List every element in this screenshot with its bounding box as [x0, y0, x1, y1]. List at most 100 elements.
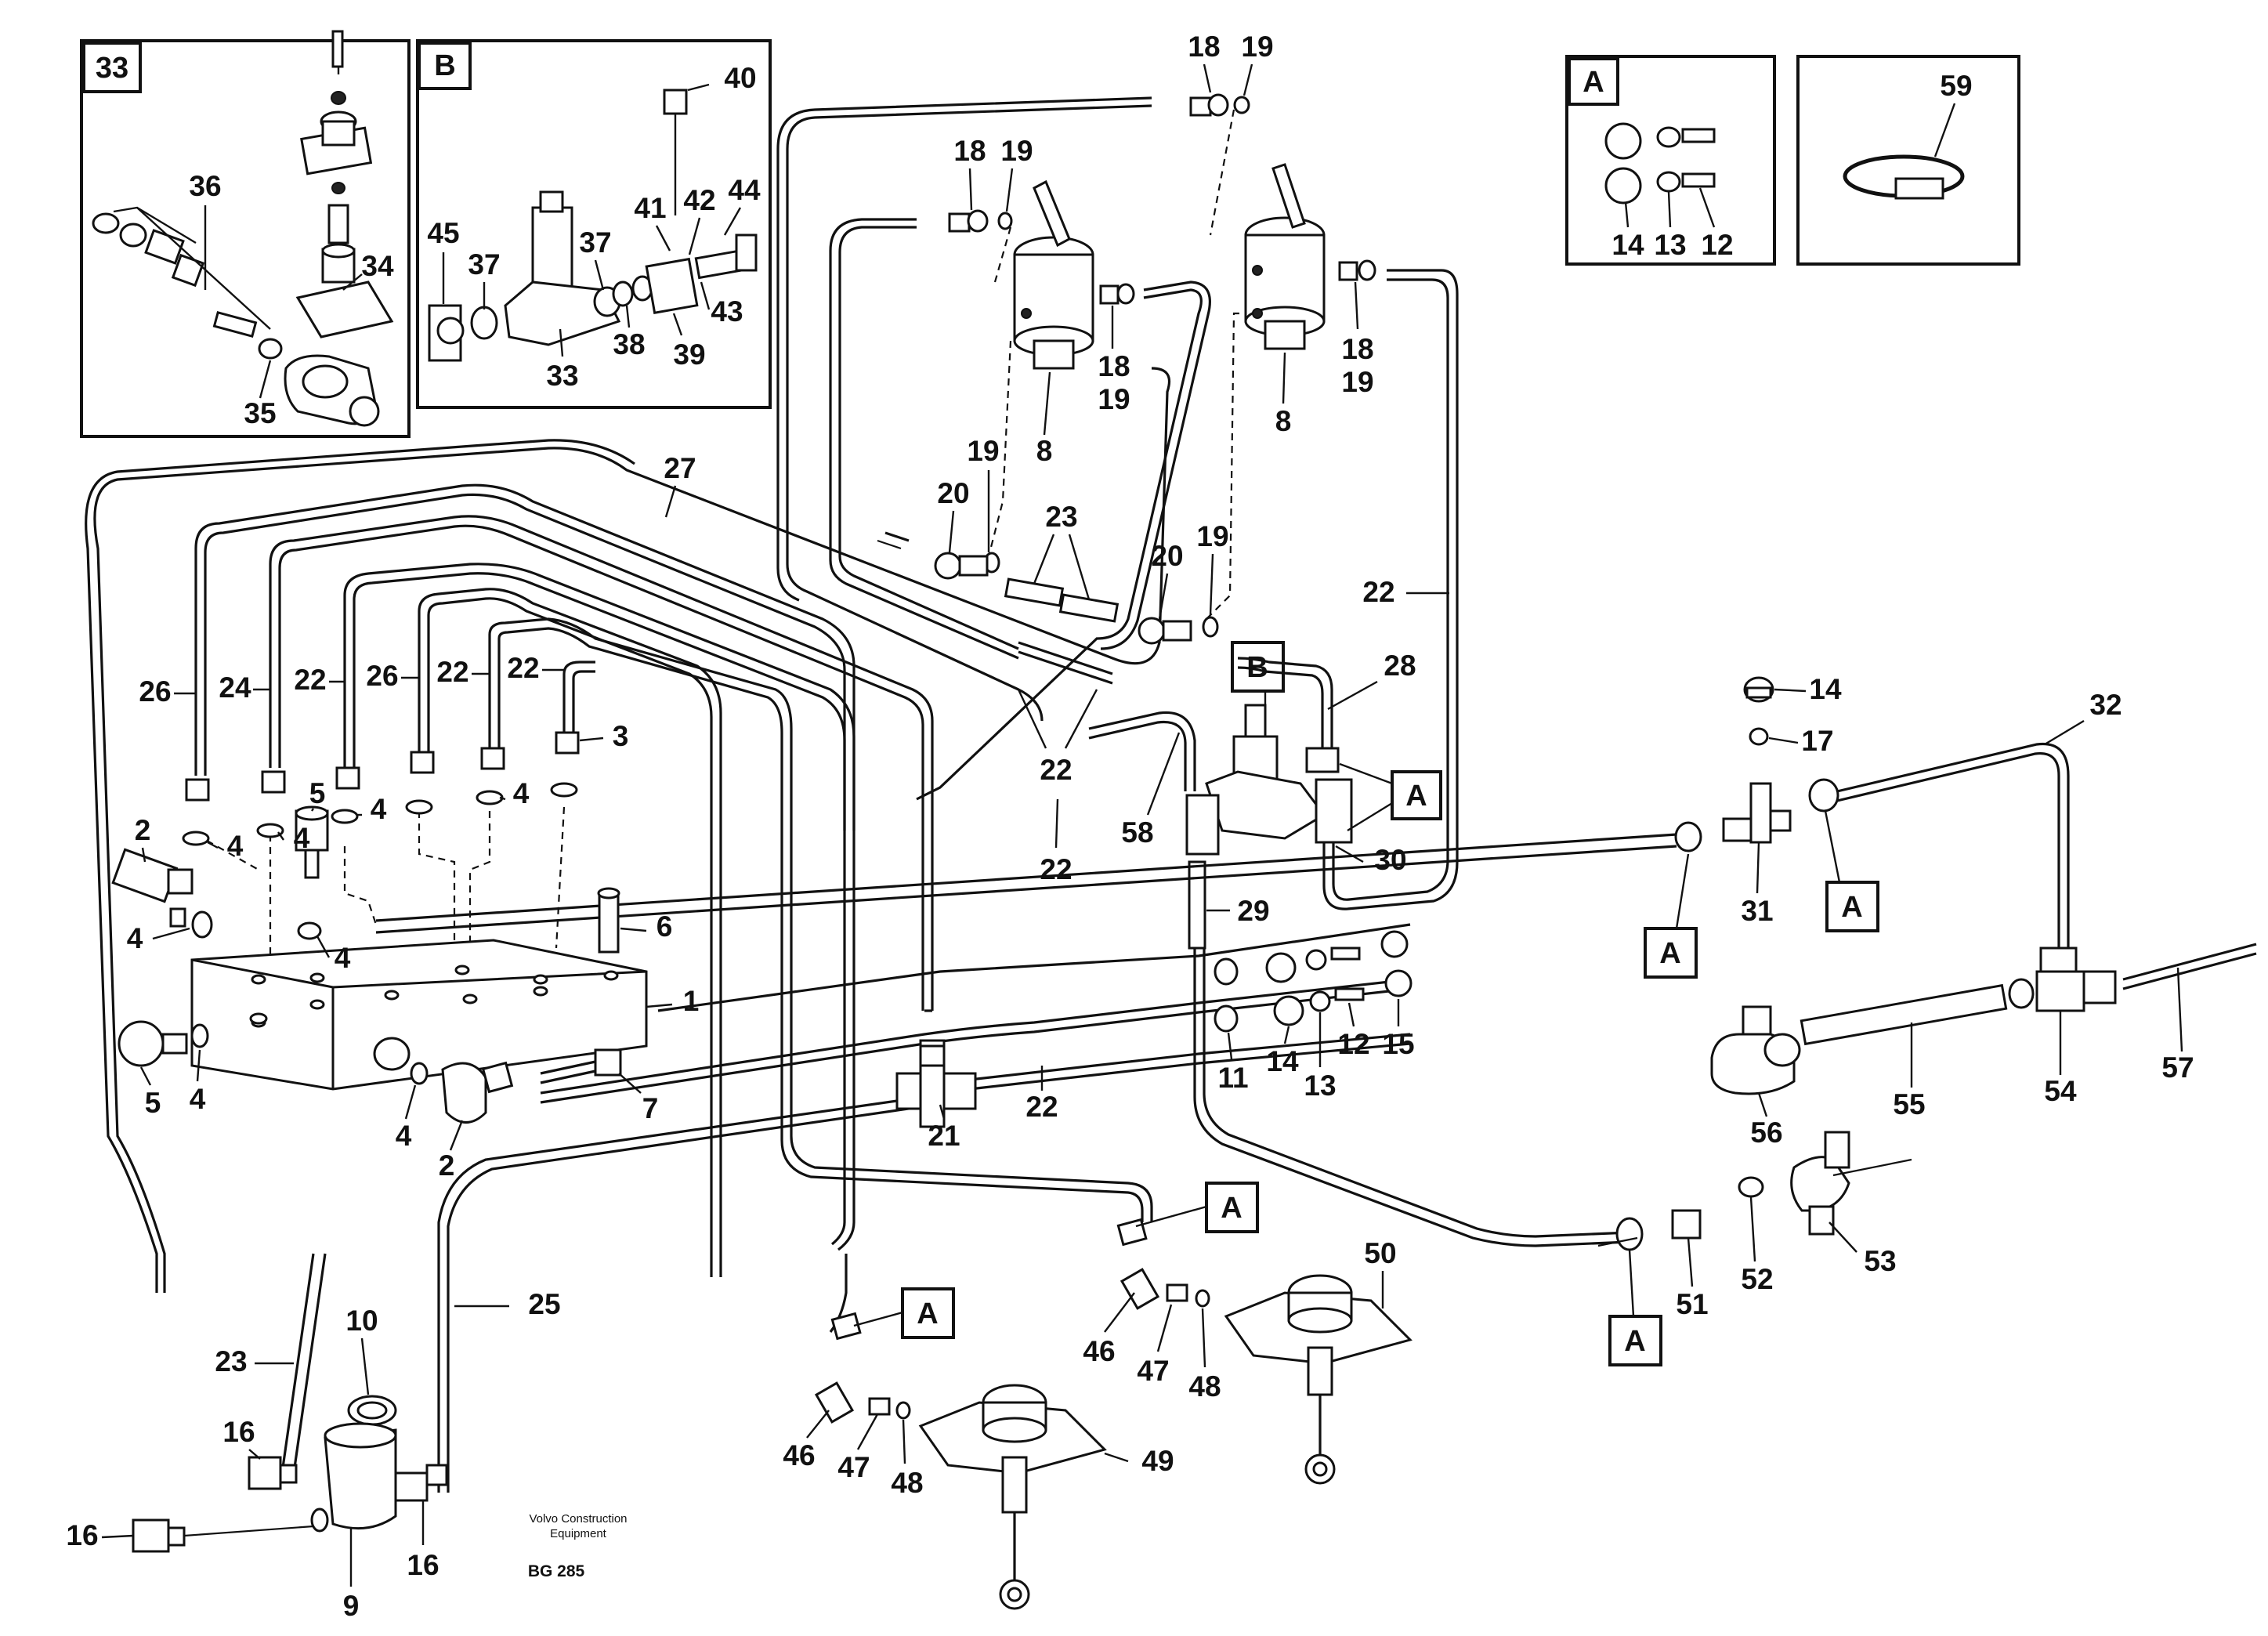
label-4: 4 [396, 1120, 412, 1152]
inset-B-label-44: 44 [728, 174, 761, 206]
label-47: 47 [1137, 1355, 1169, 1387]
label-53: 53 [1864, 1245, 1896, 1277]
label-19: 19 [967, 435, 999, 467]
label-26: 26 [366, 660, 398, 692]
label-56: 56 [1750, 1117, 1782, 1149]
inset-B-label-42: 42 [683, 184, 715, 216]
callout-boxes: B A A A A A A [853, 641, 1879, 1366]
label-20: 20 [1151, 540, 1183, 572]
svg-text:A: A [917, 1298, 938, 1330]
label-19: 19 [1098, 383, 1130, 415]
svg-text:A: A [1624, 1325, 1645, 1358]
label-31: 31 [1741, 895, 1773, 927]
label-19: 19 [1241, 31, 1273, 63]
label-19: 19 [1341, 366, 1373, 398]
label-9: 9 [343, 1590, 360, 1622]
label-4: 4 [227, 830, 244, 862]
label-4: 4 [127, 922, 143, 954]
label-51: 51 [1676, 1288, 1708, 1320]
inset-33-title: 33 [96, 52, 128, 85]
label-5: 5 [145, 1087, 161, 1119]
label-15: 15 [1382, 1028, 1414, 1060]
label-23: 23 [215, 1345, 247, 1377]
label-52: 52 [1741, 1263, 1773, 1295]
inset-B-label-43: 43 [711, 295, 743, 328]
label-22: 22 [436, 656, 468, 688]
inset-B-label-40: 40 [724, 62, 756, 94]
footer-code: BG 285 [528, 1562, 585, 1580]
inset-B-label-39: 39 [673, 338, 705, 371]
label-12: 12 [1337, 1028, 1369, 1060]
label-2: 2 [439, 1149, 455, 1182]
label-4: 4 [513, 777, 530, 809]
label-18: 18 [1188, 31, 1220, 63]
footer-maker-line1: Volvo Construction [529, 1512, 627, 1526]
footer-maker-line2: Equipment [550, 1527, 607, 1540]
inset-33: 33 36 34 35 [80, 30, 411, 438]
label-21: 21 [928, 1120, 960, 1152]
inset-A-label-12: 12 [1701, 229, 1733, 261]
inset-B-label-37a: 37 [468, 248, 500, 281]
callout-A-lower-right: A [1608, 1249, 1662, 1366]
label-4: 4 [371, 793, 387, 825]
label-46: 46 [1083, 1335, 1115, 1367]
label-24: 24 [219, 671, 251, 704]
label-58: 58 [1121, 816, 1153, 849]
inset-B: B 40 45 37 37 41 42 44 43 33 38 39 [416, 39, 772, 409]
inset-A-label-13: 13 [1654, 229, 1686, 261]
inset-33-label-35: 35 [244, 397, 276, 429]
label-7: 7 [642, 1092, 659, 1124]
label-3: 3 [613, 720, 629, 752]
label-10: 10 [345, 1305, 378, 1337]
inset-B-label-38: 38 [613, 328, 645, 360]
svg-text:A: A [1221, 1192, 1242, 1225]
label-20: 20 [937, 477, 969, 509]
label-6: 6 [657, 910, 673, 943]
label-27: 27 [664, 452, 696, 484]
callout-A-31-left: A [1644, 853, 1698, 979]
label-22: 22 [1025, 1091, 1058, 1123]
label-5: 5 [309, 777, 326, 809]
label-16: 16 [222, 1416, 255, 1448]
label-22: 22 [1040, 754, 1072, 786]
inset-59-label-59: 59 [1940, 70, 1972, 102]
label-13: 13 [1304, 1070, 1336, 1102]
label-14: 14 [1266, 1045, 1299, 1077]
label-18: 18 [1098, 350, 1130, 382]
callout-B-main: B [1231, 641, 1285, 737]
label-32: 32 [2089, 689, 2122, 721]
label-16: 16 [66, 1519, 98, 1551]
label-26: 26 [139, 675, 171, 708]
label-23: 23 [1045, 501, 1077, 533]
svg-text:A: A [1659, 937, 1680, 970]
callout-A-lower-middle: A [1135, 1182, 1259, 1233]
label-4: 4 [190, 1083, 206, 1115]
label-8: 8 [1036, 435, 1053, 467]
svg-text:B: B [1246, 651, 1268, 684]
callout-A-lower-left: A [853, 1287, 955, 1339]
callout-A-valve: A [1339, 762, 1442, 832]
label-25: 25 [528, 1288, 560, 1320]
label-57: 57 [2161, 1051, 2194, 1084]
label-19: 19 [1196, 520, 1228, 552]
label-47: 47 [837, 1451, 870, 1483]
label-19: 19 [1000, 135, 1033, 167]
label-4: 4 [294, 822, 310, 854]
label-22: 22 [1362, 576, 1394, 608]
label-54: 54 [2044, 1075, 2077, 1107]
label-8: 8 [1275, 405, 1292, 437]
inset-A-title: A [1583, 66, 1604, 99]
footer: Volvo Construction Equipment BG 285 [528, 1512, 628, 1580]
label-48: 48 [1188, 1370, 1221, 1403]
label-11: 11 [1217, 1062, 1248, 1094]
label-22: 22 [294, 664, 326, 696]
inset-33-label-34: 34 [361, 250, 394, 282]
inset-B-label-41: 41 [634, 192, 666, 224]
inset-33-label-36: 36 [189, 170, 221, 202]
inset-B-label-37b: 37 [579, 226, 611, 259]
svg-text:A: A [1841, 891, 1862, 924]
inset-A-label-14: 14 [1611, 229, 1644, 261]
label-22: 22 [1040, 853, 1072, 885]
label-18: 18 [1341, 333, 1373, 365]
